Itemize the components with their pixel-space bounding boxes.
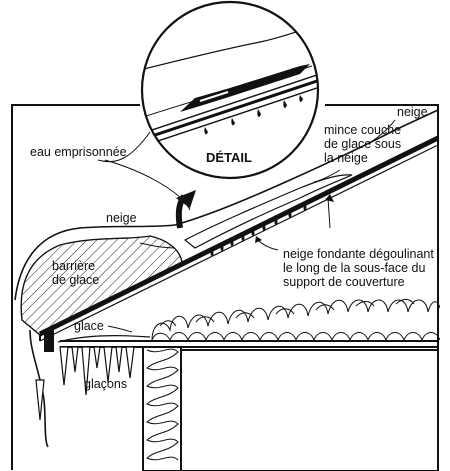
thin-ice-layer: [183, 174, 353, 249]
ice-dam: [20, 235, 183, 336]
label-thin-ice-2: de glace sous: [324, 137, 401, 151]
label-melting-3: support de couverture: [283, 275, 405, 289]
label-melting-1: neige fondante dégoulinant: [283, 247, 434, 261]
ceiling: [60, 340, 439, 471]
leader-lines: [97, 119, 396, 333]
label-thin-ice-1: mince couche: [324, 123, 401, 137]
label-snow-left: neige: [106, 211, 137, 225]
leader-arrowhead: [255, 236, 262, 243]
detail-circle: [140, 0, 320, 180]
leader-arrowhead: [325, 194, 334, 202]
meltwater-drips: [210, 205, 307, 256]
label-snow-top: neige: [397, 105, 428, 119]
label-thin-ice-3: la neige: [324, 151, 368, 165]
attic-insulation: [151, 299, 440, 340]
label-melting-2: le long de la sous-face du: [283, 261, 426, 275]
detail-arrow: [175, 190, 196, 229]
eave-ice: [29, 329, 49, 448]
label-ice-dam-2: de glace: [52, 273, 99, 287]
label-trapped-water: eau emprisonnée: [30, 145, 127, 159]
label-ice: glace: [74, 319, 104, 333]
roof-deck: [38, 135, 440, 342]
wall-insulation: [142, 346, 182, 471]
building-outline: [11, 104, 439, 470]
label-icicles: glaçons: [84, 377, 127, 391]
label-ice-dam-1: barrière: [52, 259, 95, 273]
icicles: [35, 346, 135, 421]
label-detail: DÉTAIL: [206, 150, 252, 165]
fascia: [44, 330, 54, 352]
